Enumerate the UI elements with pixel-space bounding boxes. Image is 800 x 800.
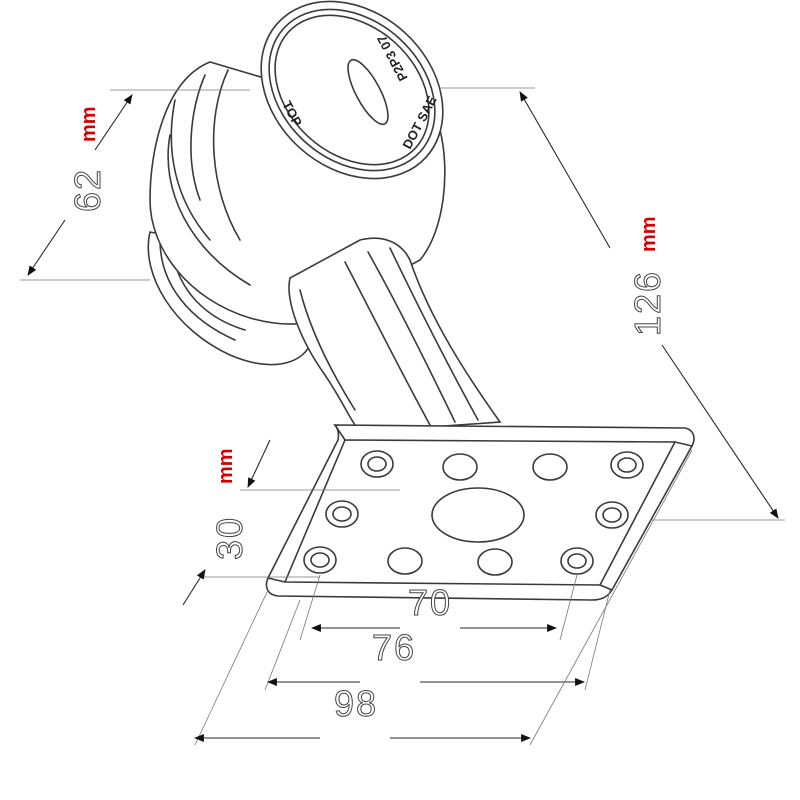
plate-holes: [303, 450, 644, 576]
dimension-hole-vertical-value: 30: [209, 516, 250, 560]
dimension-hole-outer: 76: [264, 589, 611, 691]
hole-top-left: [360, 450, 394, 478]
dimension-cap-height-value: 62: [67, 168, 108, 212]
hole-bottom-mid-left: [387, 547, 423, 575]
dimension-hole-outer-value: 76: [372, 627, 416, 668]
cylinder-cap: TOP DOT SAE P2P3 07: [260, 0, 444, 180]
dimension-overall-height-unit: mm: [638, 216, 660, 252]
hole-top-right: [610, 451, 644, 479]
hole-bottom-left: [303, 546, 337, 574]
hole-top-mid-right: [532, 453, 568, 481]
dimension-plate-width-value: 98: [334, 683, 378, 724]
hole-bottom-mid-right: [477, 548, 513, 576]
mount-arm: [288, 237, 502, 433]
dimension-overall-height-value: 126: [627, 270, 668, 336]
dimension-hole-vertical: 30 mm: [182, 439, 400, 606]
hole-mid-left: [325, 500, 359, 528]
hole-bottom-right: [560, 547, 594, 575]
dimension-hole-vertical-unit: mm: [215, 448, 237, 484]
dimension-overall-height: 126 mm: [440, 87, 785, 521]
dimension-plate-width: 98: [194, 449, 693, 746]
base-plate: [265, 424, 695, 601]
key-slot: [347, 58, 389, 126]
hole-center: [431, 487, 525, 543]
hole-mid-right: [595, 501, 629, 529]
dimension-hole-inner: 70: [299, 574, 578, 641]
dimension-cap-height-unit: mm: [78, 106, 100, 142]
dimension-cap-height: 62 mm: [20, 89, 250, 281]
hole-top-mid-left: [442, 453, 478, 481]
dimension-hole-inner-value: 70: [408, 582, 452, 623]
